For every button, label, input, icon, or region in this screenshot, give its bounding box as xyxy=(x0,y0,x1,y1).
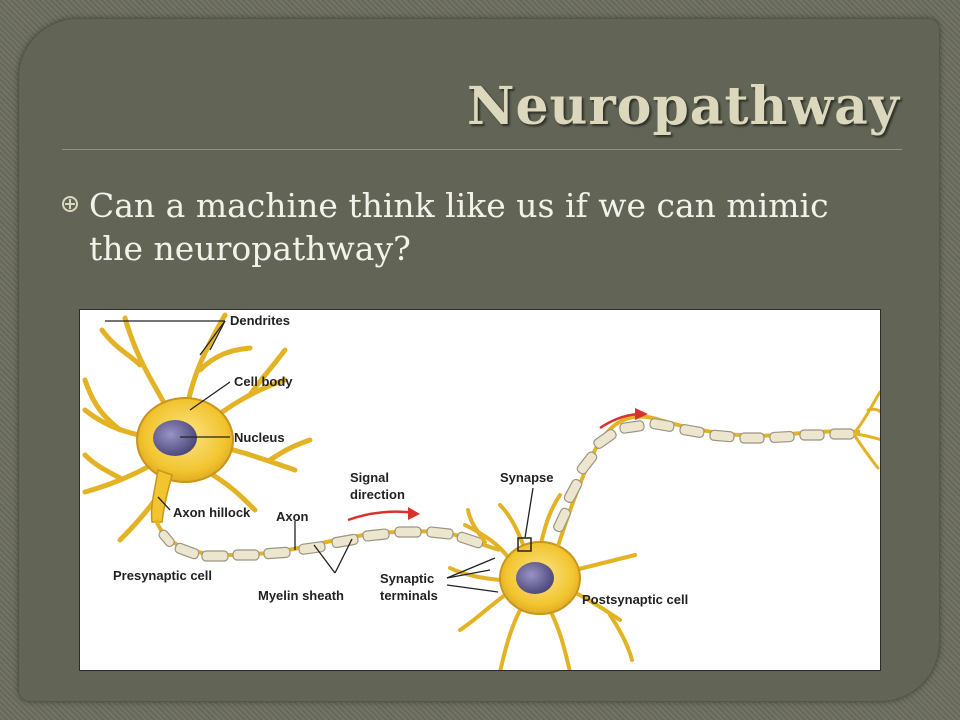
label-signal-line1: Signal xyxy=(350,470,389,485)
myelin-sheath-segments xyxy=(158,526,484,562)
title-divider xyxy=(62,149,902,150)
label-synaptic-line1: Synaptic xyxy=(380,571,434,586)
neuron-illustration: Dendrites Cell body Nucleus Axon hillock… xyxy=(82,312,880,670)
label-axon: Axon xyxy=(276,509,309,524)
neuron-diagram: Dendrites Cell body Nucleus Axon hillock… xyxy=(79,309,881,671)
label-dendrites: Dendrites xyxy=(230,313,290,328)
label-cell-body: Cell body xyxy=(234,374,293,389)
label-axon-hillock: Axon hillock xyxy=(173,505,251,520)
label-postsynaptic-cell: Postsynaptic cell xyxy=(582,592,688,607)
slide-title: Neuropathway xyxy=(466,76,900,137)
signal-direction-arrow-2 xyxy=(599,408,648,430)
presynaptic-nucleus xyxy=(153,420,197,456)
label-presynaptic-cell: Presynaptic cell xyxy=(113,568,212,583)
label-myelin-sheath: Myelin sheath xyxy=(258,588,344,603)
circle-plus-bullet-icon xyxy=(62,196,78,212)
label-synaptic-line2: terminals xyxy=(380,588,438,603)
axon-terminals xyxy=(853,390,880,470)
label-signal-line2: direction xyxy=(350,487,405,502)
bullet-text: Can a machine think like us if we can mi… xyxy=(89,186,829,268)
leader-lines xyxy=(105,320,534,593)
label-nucleus: Nucleus xyxy=(234,430,285,445)
axon-hillock xyxy=(150,468,173,523)
synapse-marker xyxy=(517,537,532,552)
signal-direction-arrow xyxy=(347,507,420,522)
postsynaptic-myelin-segments xyxy=(553,418,855,533)
postsynaptic-nucleus xyxy=(516,562,554,594)
label-synapse: Synapse xyxy=(500,470,553,485)
